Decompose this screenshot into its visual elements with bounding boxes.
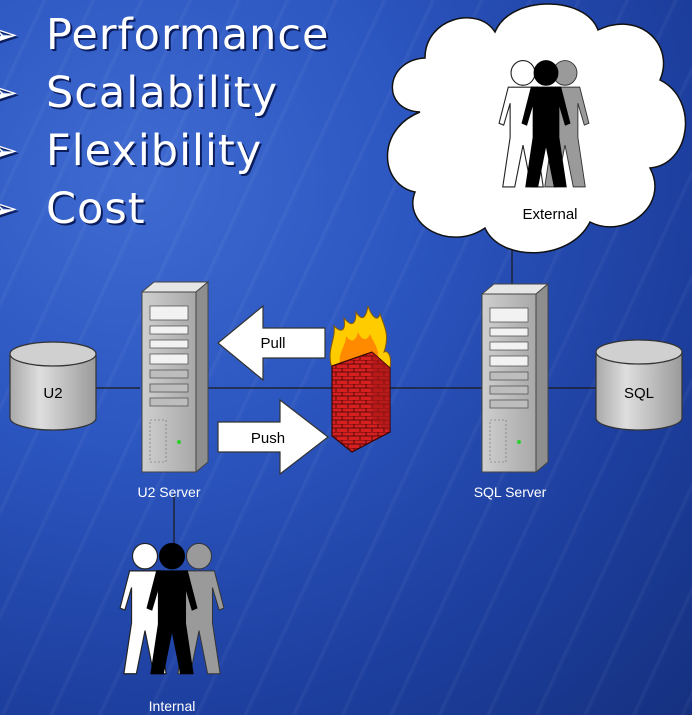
u2-server-icon xyxy=(140,280,210,474)
sql-server-label: SQL Server xyxy=(474,484,547,500)
firewall-icon xyxy=(329,305,391,453)
bullet-list: ➢ Performance ➢ Scalability ➢ Flexibility ➢… xyxy=(0,6,330,238)
bullet-label: Flexibility xyxy=(46,126,263,176)
external-label: External xyxy=(522,206,577,223)
bullet-label: Performance xyxy=(46,10,330,60)
sql-db-label: SQL xyxy=(624,385,654,402)
internal-label: Internal xyxy=(149,698,196,714)
sql-server-icon xyxy=(480,282,550,474)
internal-people-icon xyxy=(119,542,225,675)
arrow-bullet-icon: ➢ xyxy=(0,189,20,229)
push-arrow: Push xyxy=(217,398,329,476)
bullet-item: ➢ Flexibility xyxy=(0,122,330,180)
bullet-item: ➢ Cost xyxy=(0,180,330,238)
push-label: Push xyxy=(251,430,285,447)
sql-database: SQL xyxy=(595,339,683,431)
u2-database: U2 xyxy=(9,341,97,431)
pull-label: Pull xyxy=(260,335,285,352)
arrow-bullet-icon: ➢ xyxy=(0,73,20,113)
u2-db-label: U2 xyxy=(43,385,62,402)
bullet-label: Scalability xyxy=(46,68,279,118)
bullet-label: Cost xyxy=(46,184,146,234)
pull-arrow: Pull xyxy=(217,304,326,382)
arrow-bullet-icon: ➢ xyxy=(0,15,20,55)
external-cloud: External xyxy=(386,3,687,254)
bullet-item: ➢ Scalability xyxy=(0,64,330,122)
arrow-bullet-icon: ➢ xyxy=(0,131,20,171)
u2-server-label: U2 Server xyxy=(137,484,200,500)
bullet-item: ➢ Performance xyxy=(0,6,330,64)
